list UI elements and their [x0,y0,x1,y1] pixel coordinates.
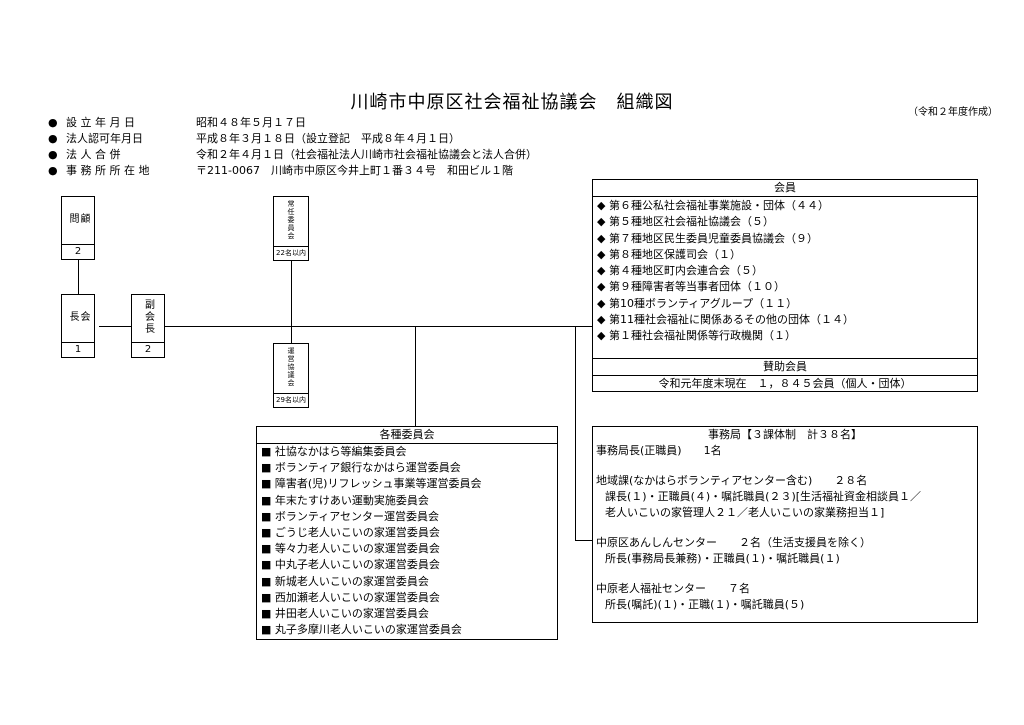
standing-committee-label: 常任委員会 [287,200,295,240]
bullet-icon: ● [48,164,58,177]
steering-council-box: 運営協議会 29名以内 [273,343,309,408]
list-item: ◆ 第10種ボランティアグループ（１１） [597,296,798,310]
secretariat-head: 事務局長(正職員) 1名 [596,444,722,457]
list-item: ■ 社協なかはら等編集委員会 [261,445,407,458]
chair-label: 会長 [67,310,89,333]
chair-box: 会長 1 [61,294,95,358]
section-elderly-center: 中原老人福祉センター ７名 [596,582,750,595]
secretariat-box: 事務局【３課体制 計３８名】 事務局長(正職員) 1名 地域課(なかはらボランテ… [592,426,978,623]
page-title: 川崎市中原区社会福祉協議会 組織図 [350,92,674,113]
list-item: ■ 年末たすけあい運動実施委員会 [261,493,429,507]
connector-right-vertical [575,326,576,540]
list-item: ◆ 第８種地区保護司会（１） [597,247,741,261]
bullet-icon: ● [48,132,58,145]
info-value: 平成８年３月１８日（設立登記 平成８年４月１日） [196,132,460,145]
list-item: ◆ 第９種障害者等当事者団体（１０） [597,280,785,294]
connector-committees [415,326,416,426]
list-item: ■ 等々力老人いこいの家運営委員会 [261,542,440,556]
advisor-box: 顧問 2 [61,196,95,260]
section-community: 地域課(なかはらボランティアセンター含む) ２８名 [596,474,868,487]
info-label: 事 務 所 所 在 地 [66,164,150,177]
section-elderly-center-detail: 所長(嘱託)(１)・正職(１)・嘱託職員(５) [605,598,805,611]
supporting-members-title: 賛助会員 [593,359,977,376]
list-item: ■ 中丸子老人いこいの家運営委員会 [261,558,440,572]
secretariat-title: 事務局【３課体制 計３８名】 [708,428,862,441]
list-item: ◆ 第６種公私社会福祉事業施設・団体（４４） [597,199,829,212]
section-anshin-center: 中原区あんしんセンター ２名（生活支援員を除く） [596,536,871,549]
standing-committee-note: 22名以内 [276,249,306,257]
info-value: 〒211-0067 川崎市中原区今井上町１番３４号 和田ビル１階 [196,164,513,177]
list-item: ◆ 第４種地区町内会連合会（５） [597,264,763,278]
standing-committee-box: 常任委員会 22名以内 [273,196,309,261]
advisor-label: 顧問 [67,212,89,235]
info-value: 令和２年４月１日（社会福祉法人川崎市社会福祉協議会と法人合併） [196,148,537,161]
connector-advisor-chair [78,260,79,294]
section-anshin-center-detail: 所長(事務局長兼務)・正職員(１)・嘱託職員(１) [605,552,840,565]
list-item: ■ 丸子多摩川老人いこいの家運営委員会 [261,623,462,637]
members-box: 会員 ◆ 第６種公私社会福祉事業施設・団体（４４） ◆ 第５種地区社会福祉協議会… [592,179,978,392]
list-item: ■ ごうじ老人いこいの家運営委員会 [261,526,440,540]
committees-box: 各種委員会 ■ 社協なかはら等編集委員会 ■ ボランティア銀行なかはら運営委員会… [256,426,558,640]
connector-standing-steering [291,261,292,343]
vice-chair-label: 副会長 [142,299,154,335]
list-item: ◆ 第１種社会福祉関係等行政機関（１） [597,329,796,343]
list-item: ■ ボランティア銀行なかはら運営委員会 [261,461,461,475]
list-item: ■ 井田老人いこいの家運営委員会 [261,607,429,621]
list-item: ◆ 第７種地区民生委員児童委員協議会（９） [597,231,818,245]
advisor-count: 2 [74,246,82,257]
info-label: 法人認可年月日 [66,132,143,145]
members-title: 会員 [593,180,977,197]
bullet-icon: ● [48,148,58,161]
list-item: ■ 西加瀬老人いこいの家運営委員会 [261,590,440,604]
members-list: ◆ 第６種公私社会福祉事業施設・団体（４４） ◆ 第５種地区社会福祉協議会（５）… [593,197,977,345]
steering-council-label: 運営協議会 [287,347,295,387]
info-row: ● 設 立 年 月 日 昭和４８年５月１７日 [48,114,306,131]
list-item: ■ 障害者(児)リフレッシュ事業等運営委員会 [261,477,482,491]
section-community-detail: 課長(１)・正職員(４)・嘱託職員(２３)[生活福祉資金相談員１／ [605,490,922,503]
info-label: 法 人 合 併 [66,148,121,161]
connector-secretariat [575,540,592,541]
committees-list: ■ 社協なかはら等編集委員会 ■ ボランティア銀行なかはら運営委員会 ■ 障害者… [257,444,557,638]
committees-title: 各種委員会 [257,427,557,444]
list-item: ■ ボランティアセンター運営委員会 [261,509,440,523]
info-row: ● 事 務 所 所 在 地 〒211-0067 川崎市中原区今井上町１番３４号 和田… [48,162,513,179]
info-value: 昭和４８年５月１７日 [196,116,306,129]
connector-main-horizontal [99,326,576,327]
vice-chair-box: 副会長 2 [131,294,165,358]
vice-chair-count: 2 [144,344,152,355]
info-row: ● 法 人 合 併 令和２年４月１日（社会福祉法人川崎市社会福祉協議会と法人合併） [48,146,537,163]
info-label: 設 立 年 月 日 [66,116,135,129]
chair-count: 1 [74,344,82,355]
creation-note: （令和２年度作成） [908,107,998,118]
info-row: ● 法人認可年月日 平成８年３月１８日（設立登記 平成８年４月１日） [48,130,460,147]
section-community-detail: 老人いこいの家管理人２１／老人いこいの家業務担当１] [605,506,885,519]
list-item: ◆ 第５種地区社会福祉協議会（５） [597,215,774,229]
supporting-members-count: 令和元年度末現在 １，８４５会員（個人・団体） [658,377,912,390]
list-item: ■ 新城老人いこいの家運営委員会 [261,574,429,588]
connector-members [575,326,592,327]
list-item: ◆ 第11種社会福祉に関係あるその他の団体（１４） [597,313,854,327]
bullet-icon: ● [48,116,58,129]
steering-council-note: 29名以内 [276,396,306,404]
